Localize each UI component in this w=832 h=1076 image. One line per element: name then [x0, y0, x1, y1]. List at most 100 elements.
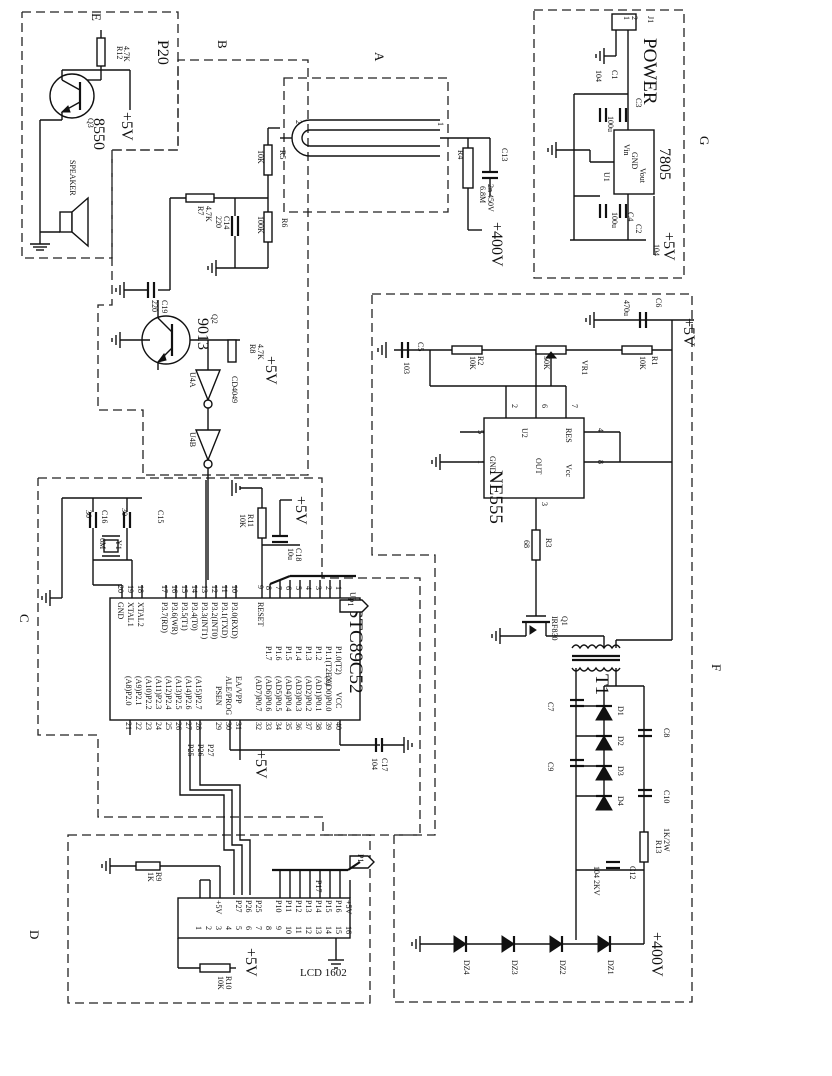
lcd-label-p16: P16 [334, 900, 343, 912]
mcu-right-num-17: 23 [144, 722, 153, 730]
mcu-right-num-5: 35 [284, 722, 293, 730]
r1-value: 10K [638, 356, 647, 370]
lcd-label-p13: P13 [304, 900, 313, 912]
mcu-chip [109, 597, 361, 721]
tube-pin-2: 2 [294, 120, 303, 124]
c16-value: 30 [84, 510, 93, 518]
mcu-left-pin-7: P3.6(WR) [170, 602, 179, 635]
lcd-pin-4: 4 [224, 926, 233, 930]
r13-label: R13 [654, 840, 663, 853]
mcu-left-num-1: 10 [230, 585, 239, 593]
reg-gnd: GND [630, 152, 639, 170]
lcd-vcc: +5V [242, 948, 259, 977]
lcd-label-p26: P26 [244, 900, 253, 912]
d1-diode [595, 704, 613, 721]
section-letters: E B A G F C D [17, 13, 724, 939]
lcd-label-p27: P27 [234, 900, 243, 912]
mcu-right-pin-15: (A12)P2.4 [164, 676, 173, 710]
c1-label: C1 [610, 70, 619, 79]
mcu-right-pin-numbers: 40 39 38 37 36 35 34 33 32 31 30 29 28 2… [124, 722, 343, 730]
mcu-left-pin-labels: RESET P3.0(RXD) P3.1(TXD) P3.2(INT0) P3.… [116, 602, 265, 639]
mcu-right-pin-16: (A11)P2.3 [154, 676, 163, 709]
mcu-right-pin-5: (AD4)P0.4 [284, 676, 293, 711]
section-a-boundary [283, 77, 449, 213]
mcu-top-pin-numbers: 1 2 3 4 5 6 7 8 [264, 586, 343, 590]
dz4-zener [453, 935, 467, 953]
ground-icon [411, 936, 421, 952]
c4-value: 100u [610, 212, 619, 228]
mcu-right-pin-13: (A14)P2.6 [184, 676, 193, 710]
c3-label: C3 [634, 98, 643, 107]
lcd-p1-label: P1 [356, 854, 365, 862]
ground-icon [431, 454, 441, 470]
r2-resistor [451, 345, 483, 355]
power-supply: POWER J1 1 2 7805 Vin GND Vout U1 [547, 13, 677, 261]
d2-label: D2 [616, 736, 625, 746]
mcu-top-pin-4: P1.4 [294, 646, 303, 660]
amp-vcc: +5V [262, 356, 279, 385]
dz3-label: DZ3 [510, 960, 519, 975]
mcu-lcd-wiring [179, 740, 251, 895]
dz1-label: DZ1 [606, 960, 615, 975]
r9-label: R9 [154, 872, 163, 881]
c18-label: C18 [294, 548, 303, 561]
section-label-g: G [697, 136, 712, 145]
mcu-left-pin-2: P3.1(TXD) [220, 602, 229, 639]
r10-value: 10K [216, 976, 225, 990]
c19-label: C19 [160, 300, 169, 313]
mcu-right-num-13: 27 [184, 722, 193, 730]
mcu-left-num-0: 9 [256, 585, 265, 589]
mcu-chip-name: STC89C52 [345, 608, 366, 694]
ground-icon [30, 232, 50, 251]
lcd-name: LCD 1602 [300, 967, 347, 979]
u3-label: U3 [348, 592, 357, 602]
r9-resistor [135, 861, 161, 871]
section-e-boundary [21, 11, 179, 259]
lcd-pin-13: 13 [314, 926, 323, 934]
lcd-pin-12: 12 [304, 926, 313, 934]
ne555-pin-4: 4 [596, 428, 605, 432]
u2-label: U2 [520, 428, 529, 438]
tube-hv-label: +400V [488, 222, 505, 267]
c12-value: 104 2KV [592, 866, 601, 896]
section-b-boundary [97, 59, 309, 476]
r8-value: 4.7K [256, 344, 265, 360]
c14-value: 220 [214, 216, 223, 228]
r11-label: R11 [246, 514, 255, 527]
reg-vin: Vin [622, 144, 631, 156]
mcu-right-pin-17: (A10)P2.2 [144, 676, 153, 710]
mcu-right-num-18: 22 [134, 722, 143, 730]
mcu-top-num-6: 7 [274, 586, 283, 590]
j1-label: J1 [646, 16, 655, 23]
mcu-right-pin-0: VCC [334, 692, 343, 708]
r2-label: R2 [476, 356, 485, 365]
mcu-top-pin-6: P1.6 [274, 646, 283, 660]
mcu-right-num-9: 31 [234, 722, 243, 730]
u4a-inverter [194, 369, 222, 402]
c10-label: C10 [662, 790, 671, 803]
lcd-pin-15: 15 [334, 926, 343, 934]
gm-tube-outline [291, 119, 440, 157]
c4-label: C4 [626, 212, 635, 221]
dz2-label: DZ2 [558, 960, 567, 975]
ne555-chip [483, 417, 585, 499]
u1-regulator [613, 129, 655, 195]
mcu-right-pin-1: (AD0)P0.0 [324, 676, 333, 711]
mcu-right-pin-6: (AD5)P0.5 [274, 676, 283, 711]
ground-icon [491, 628, 501, 644]
dz1-zener [597, 935, 611, 953]
mcu-left-pin-stubs [121, 580, 263, 598]
c15-value: 30 [120, 508, 129, 516]
section-label-b: B [215, 40, 230, 49]
ne555-pin-3: 3 [540, 502, 549, 506]
dz2-zener [549, 935, 563, 953]
c14-label: C14 [222, 216, 231, 229]
ground-icon [547, 142, 557, 158]
p20-label: P20 [154, 40, 171, 65]
lcd-pin-16: 16 [344, 926, 353, 934]
mcu-left-pin-1: P3.0(RXD) [230, 602, 239, 639]
lcd-label-p25: P25 [254, 900, 263, 912]
mcu-p1-label: P1 [346, 598, 355, 606]
j1-pin-1: 1 [622, 16, 631, 20]
c12-label: C12 [628, 866, 637, 879]
